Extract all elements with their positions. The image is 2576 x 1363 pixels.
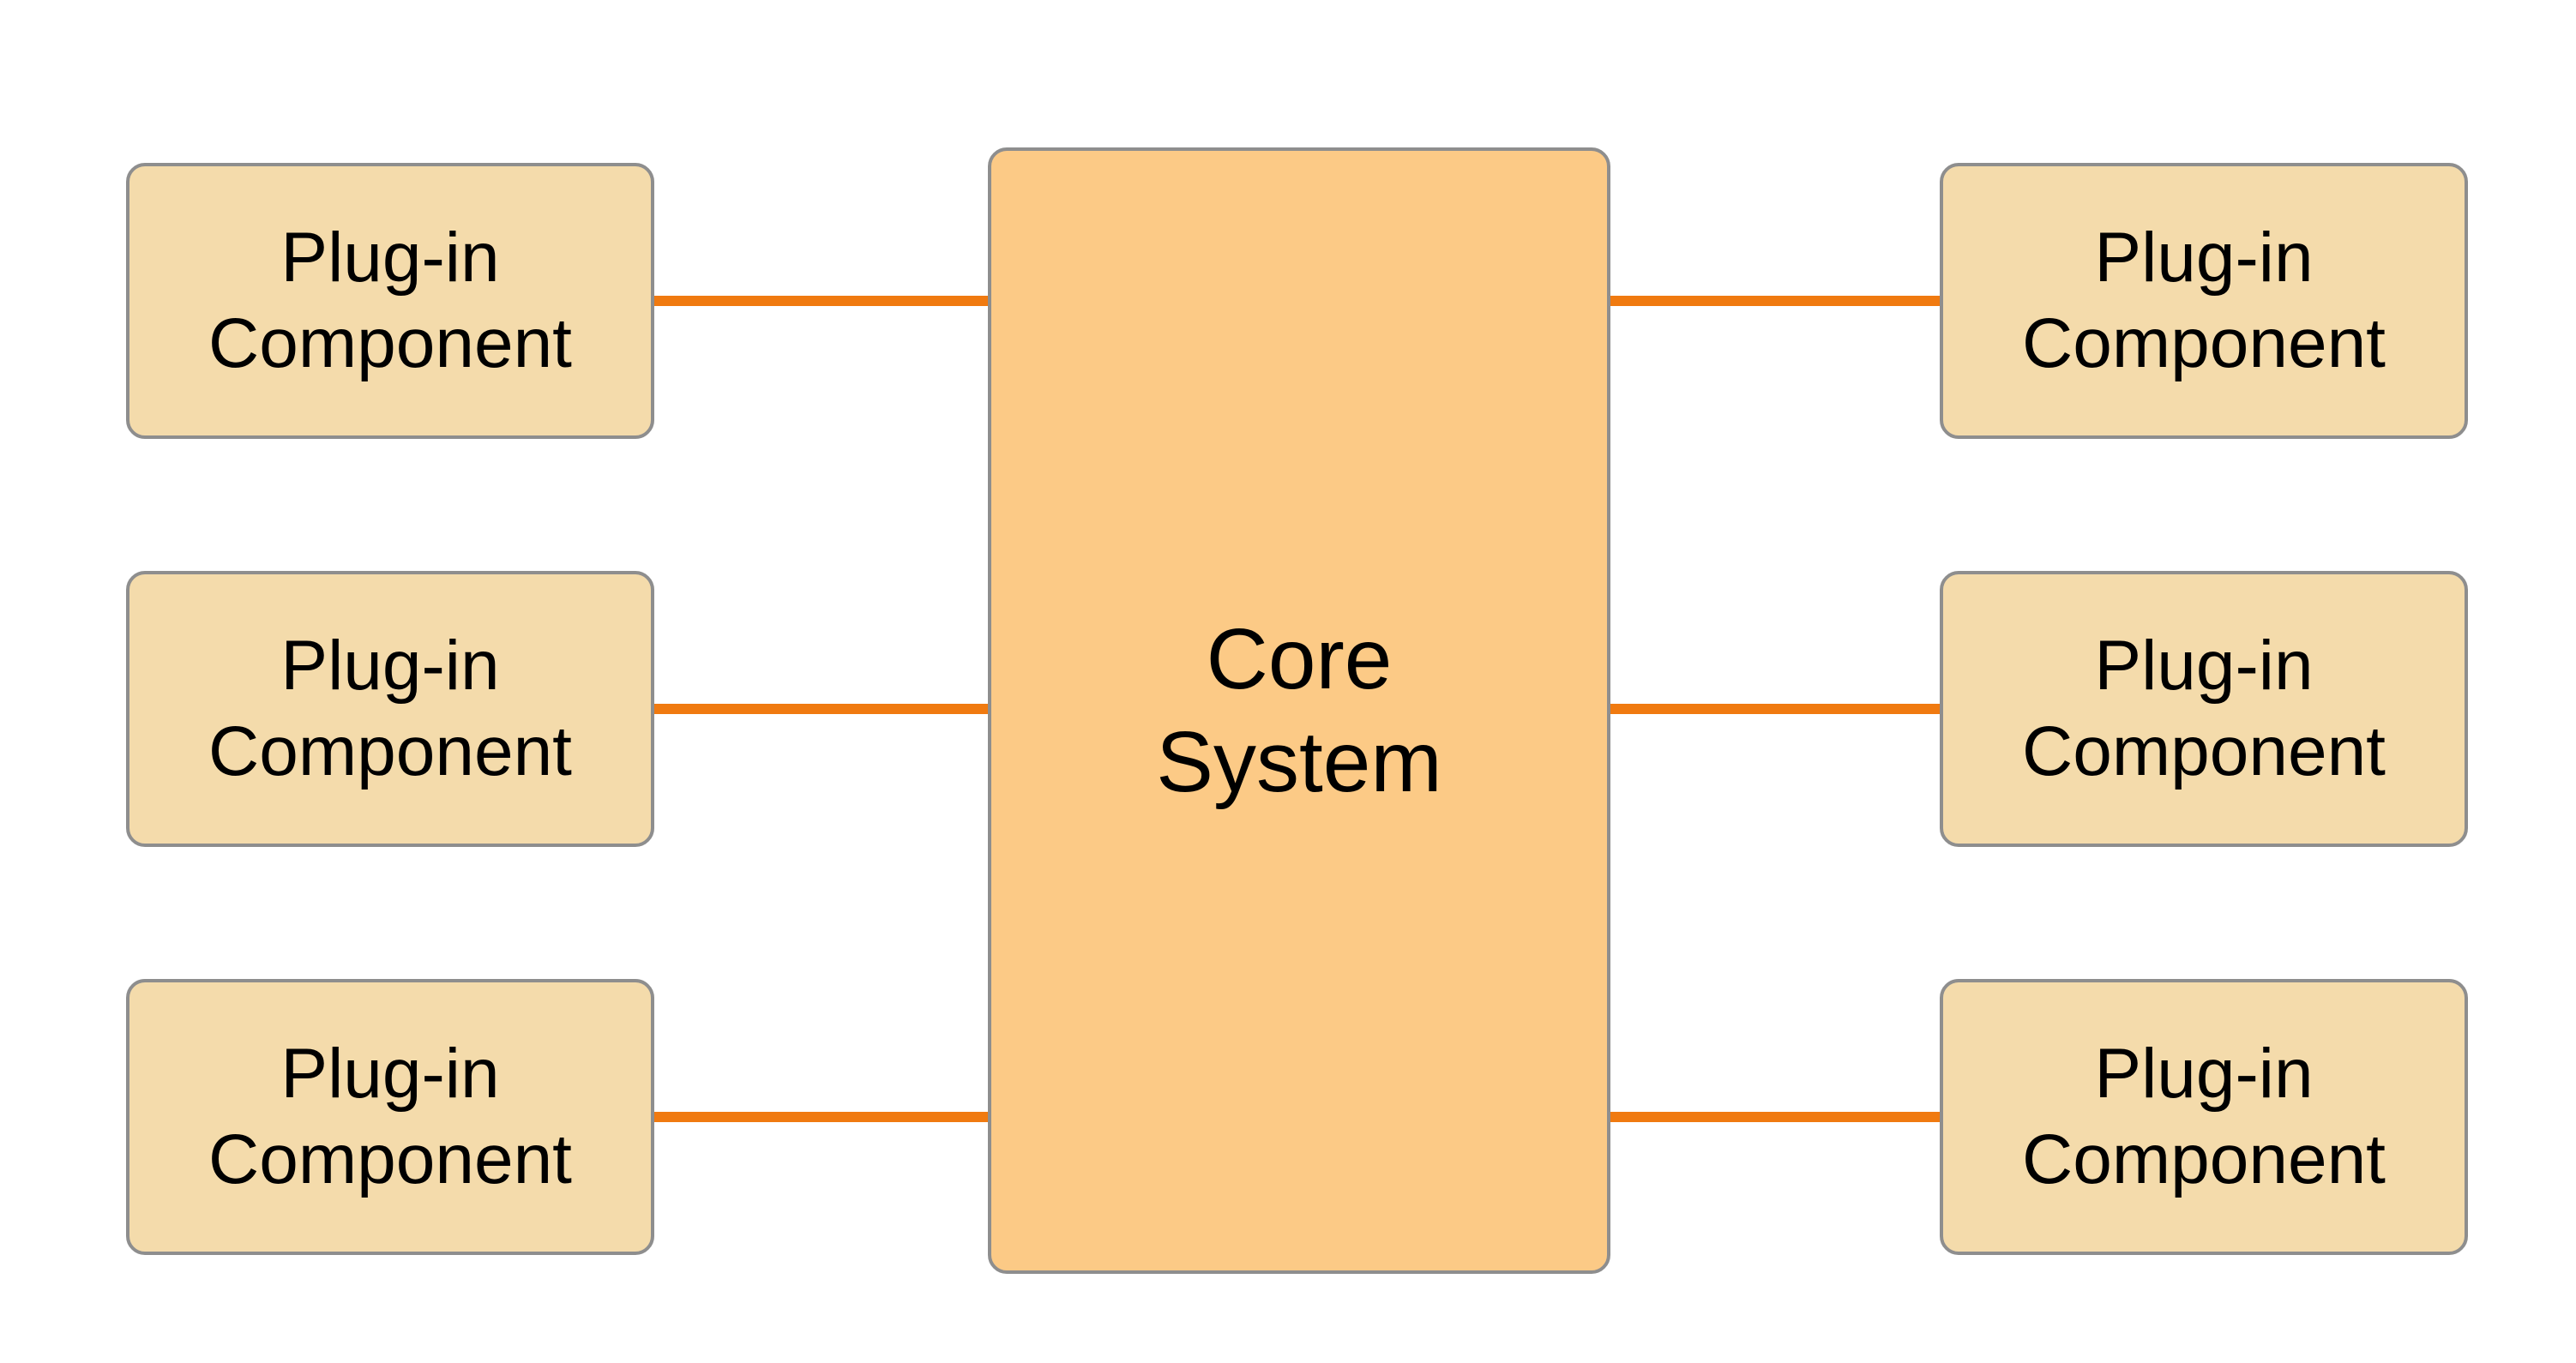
plugin-label-line1: Plug-in	[280, 627, 500, 705]
plugin-component-left-top: Plug-in Component	[126, 163, 654, 439]
plugin-component-right-middle: Plug-in Component	[1940, 571, 2468, 847]
core-label-line1: Core	[1206, 611, 1393, 707]
plugin-label-line2: Component	[208, 1120, 572, 1198]
plugin-component-left-middle: Plug-in Component	[126, 571, 654, 847]
plugin-label-line2: Component	[2022, 712, 2386, 790]
plugin-label-line1: Plug-in	[2094, 219, 2314, 297]
connector-right-bottom	[1609, 1112, 1941, 1122]
connector-left-middle	[654, 704, 990, 714]
connector-right-middle	[1609, 704, 1941, 714]
plugin-component-right-top: Plug-in Component	[1940, 163, 2468, 439]
connector-left-top	[654, 296, 990, 306]
plugin-label-line2: Component	[208, 712, 572, 790]
connector-left-bottom	[654, 1112, 990, 1122]
plugin-label-line2: Component	[208, 304, 572, 382]
connector-right-top	[1609, 296, 1941, 306]
plugin-label-line1: Plug-in	[280, 1035, 500, 1113]
plugin-component-right-bottom: Plug-in Component	[1940, 979, 2468, 1255]
core-system-box: Core System	[988, 147, 1610, 1274]
core-label-line2: System	[1156, 714, 1442, 810]
plugin-label-line1: Plug-in	[2094, 627, 2314, 705]
plugin-label-line2: Component	[2022, 1120, 2386, 1198]
plugin-label-line1: Plug-in	[2094, 1035, 2314, 1113]
plugin-label-line1: Plug-in	[280, 219, 500, 297]
plugin-component-left-bottom: Plug-in Component	[126, 979, 654, 1255]
plugin-label-line2: Component	[2022, 304, 2386, 382]
